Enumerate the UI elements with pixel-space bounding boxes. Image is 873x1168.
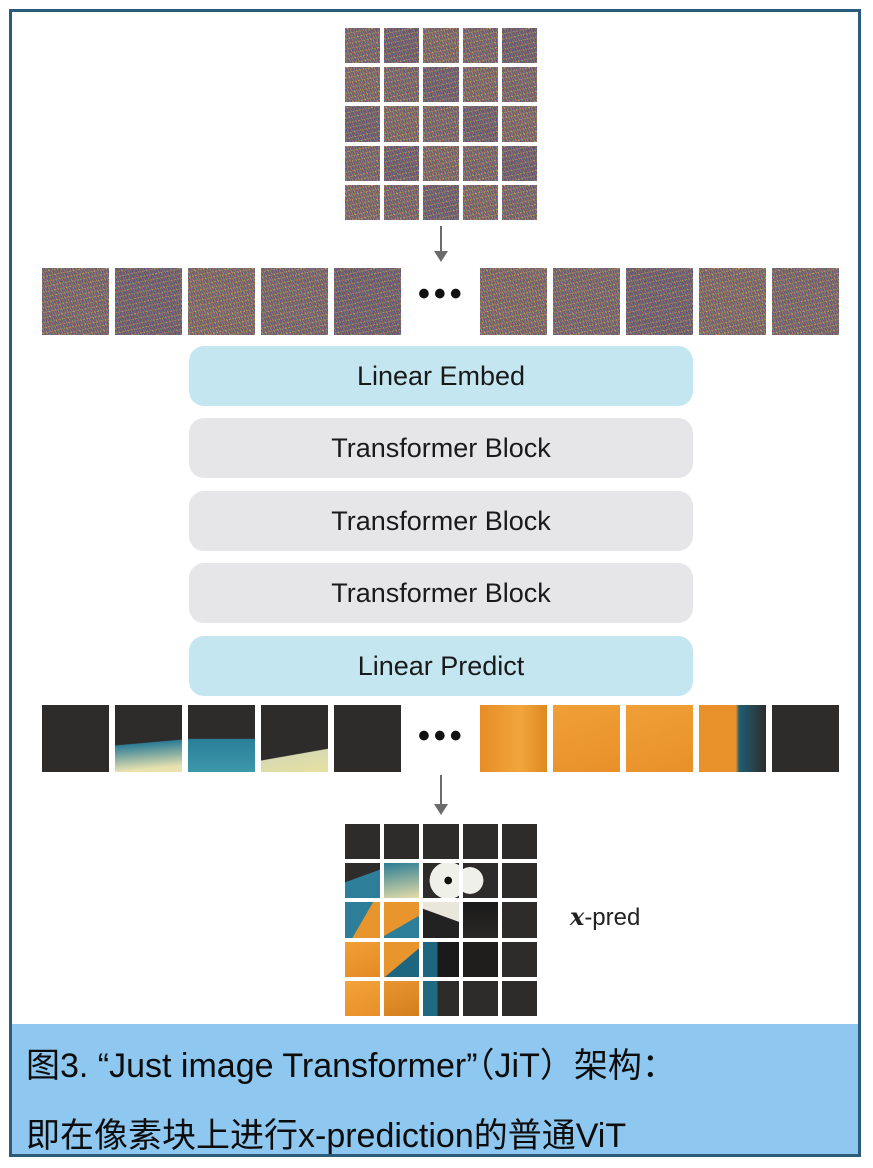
image-patch <box>423 941 459 977</box>
image-patch <box>462 980 498 1016</box>
image-patch <box>384 824 420 860</box>
predicted-token <box>626 705 693 772</box>
pred-suffix: -pred <box>584 904 641 931</box>
noise-patch <box>462 67 498 103</box>
predicted-token-row-right <box>480 705 839 772</box>
image-patch <box>384 941 420 977</box>
noise-patch <box>384 145 420 181</box>
transformer-block: Transformer Block <box>189 563 693 623</box>
x-pred-label: x-pred <box>570 902 640 932</box>
noise-token <box>553 268 620 335</box>
linear-predict-block: Linear Predict <box>189 636 693 696</box>
figure-frame <box>9 9 861 1157</box>
noise-token <box>480 268 547 335</box>
predicted-token <box>699 705 766 772</box>
predicted-token-row-left <box>42 705 401 772</box>
noise-patch <box>423 67 459 103</box>
predicted-token <box>42 705 109 772</box>
image-patch <box>462 941 498 977</box>
noise-token <box>772 268 839 335</box>
noise-token <box>261 268 328 335</box>
image-patch <box>501 980 537 1016</box>
noise-patch <box>384 106 420 142</box>
predicted-token <box>188 705 255 772</box>
noise-token <box>626 268 693 335</box>
noise-patch <box>501 145 537 181</box>
image-patch <box>423 902 459 938</box>
noise-patch <box>423 184 459 220</box>
ellipsis-output: ••• <box>418 717 466 755</box>
noise-patch <box>423 106 459 142</box>
down-arrow-icon <box>434 226 448 262</box>
noise-patch <box>384 67 420 103</box>
noise-token <box>115 268 182 335</box>
noisy-token-row-right <box>480 268 839 335</box>
noise-token <box>699 268 766 335</box>
noise-token <box>42 268 109 335</box>
image-patch <box>501 941 537 977</box>
x-variable: x <box>570 902 585 931</box>
image-patch <box>345 941 381 977</box>
noisy-input-image-grid <box>345 28 537 220</box>
ellipsis-input: ••• <box>418 275 466 313</box>
predicted-token <box>480 705 547 772</box>
predicted-parrot-image-grid <box>345 824 537 1016</box>
predicted-token <box>772 705 839 772</box>
image-patch <box>384 863 420 899</box>
predicted-token <box>334 705 401 772</box>
caption-box <box>12 1024 858 1154</box>
noise-patch <box>462 106 498 142</box>
noise-patch <box>384 184 420 220</box>
image-patch <box>384 902 420 938</box>
image-patch <box>345 863 381 899</box>
noise-patch <box>501 28 537 64</box>
image-patch <box>384 980 420 1016</box>
image-patch <box>423 863 459 899</box>
noise-patch <box>345 145 381 181</box>
image-patch <box>501 863 537 899</box>
noise-patch <box>345 106 381 142</box>
noise-patch <box>345 184 381 220</box>
noisy-token-row-left <box>42 268 401 335</box>
noise-patch <box>423 28 459 64</box>
noise-patch <box>501 106 537 142</box>
down-arrow-icon <box>434 775 448 815</box>
noise-patch <box>423 145 459 181</box>
image-patch <box>423 980 459 1016</box>
predicted-token <box>261 705 328 772</box>
predicted-token <box>553 705 620 772</box>
predicted-token <box>115 705 182 772</box>
caption-line-1: 图3. “Just image Transformer”（JiT）架构： <box>26 1047 676 1085</box>
transformer-block: Transformer Block <box>189 491 693 551</box>
image-patch <box>462 824 498 860</box>
transformer-block: Transformer Block <box>189 418 693 478</box>
image-patch <box>462 902 498 938</box>
linear-embed-block: Linear Embed <box>189 346 693 406</box>
image-patch <box>345 980 381 1016</box>
noise-patch <box>462 28 498 64</box>
noise-patch <box>462 145 498 181</box>
noise-patch <box>345 28 381 64</box>
image-patch <box>423 824 459 860</box>
noise-patch <box>345 67 381 103</box>
image-patch <box>462 863 498 899</box>
noise-token <box>188 268 255 335</box>
image-patch <box>501 902 537 938</box>
noise-patch <box>384 28 420 64</box>
noise-patch <box>501 184 537 220</box>
noise-token <box>334 268 401 335</box>
noise-patch <box>462 184 498 220</box>
image-patch <box>501 824 537 860</box>
noise-patch <box>501 67 537 103</box>
image-patch <box>345 902 381 938</box>
image-patch <box>345 824 381 860</box>
caption-line-2: 即在像素块上进行x-prediction的普通ViT <box>26 1117 627 1155</box>
